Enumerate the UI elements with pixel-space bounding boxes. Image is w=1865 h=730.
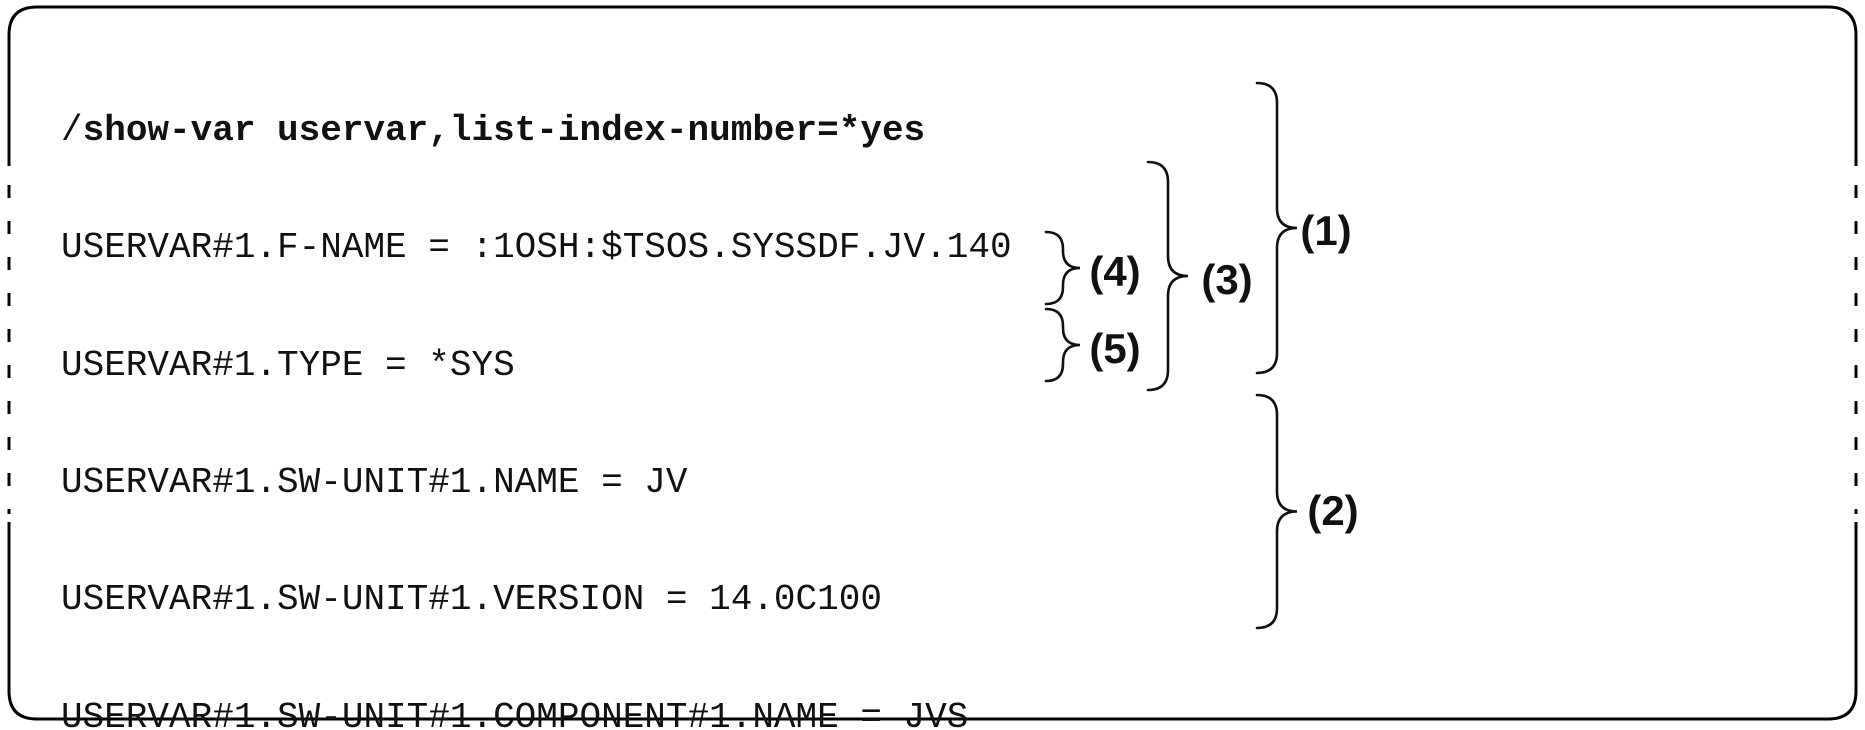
command-text: show-var uservar,list-index-number=*yes	[82, 110, 926, 152]
callout-brace-1	[1255, 81, 1298, 375]
callout-brace-2	[1255, 393, 1298, 630]
output-line: USERVAR#1.SW-UNIT#1.NAME = JV	[61, 462, 688, 504]
callout-label-5: (5)	[1089, 325, 1141, 372]
screen-frame-bottom-border	[7, 522, 1858, 721]
callout-label-4: (4)	[1089, 248, 1141, 295]
screen-frame-top-border	[7, 5, 1858, 166]
command-line: /show-var uservar,list-index-number=*yes	[61, 111, 1033, 150]
callout-label-3: (3)	[1201, 256, 1253, 303]
output-line: USERVAR#1.SW-UNIT#1.COMPONENT#1.NAME = J…	[61, 696, 969, 730]
console-output: /show-var uservar,list-index-number=*yes…	[61, 33, 1033, 730]
output-line: USERVAR#1.SW-UNIT#1.VERSION = 14.0C100	[61, 579, 882, 621]
callout-brace-5	[1044, 307, 1081, 383]
callout-brace-3	[1146, 160, 1189, 392]
output-line: USERVAR#1.F-NAME = :1OSH:$TSOS.SYSSDF.JV…	[61, 227, 1012, 269]
callout-label-1: (1)	[1300, 207, 1352, 254]
callout-label-2: (2)	[1307, 487, 1359, 534]
output-line: USERVAR#1.TYPE = *SYS	[61, 344, 515, 386]
callout-brace-4	[1044, 230, 1081, 306]
command-prompt: /	[61, 110, 83, 152]
